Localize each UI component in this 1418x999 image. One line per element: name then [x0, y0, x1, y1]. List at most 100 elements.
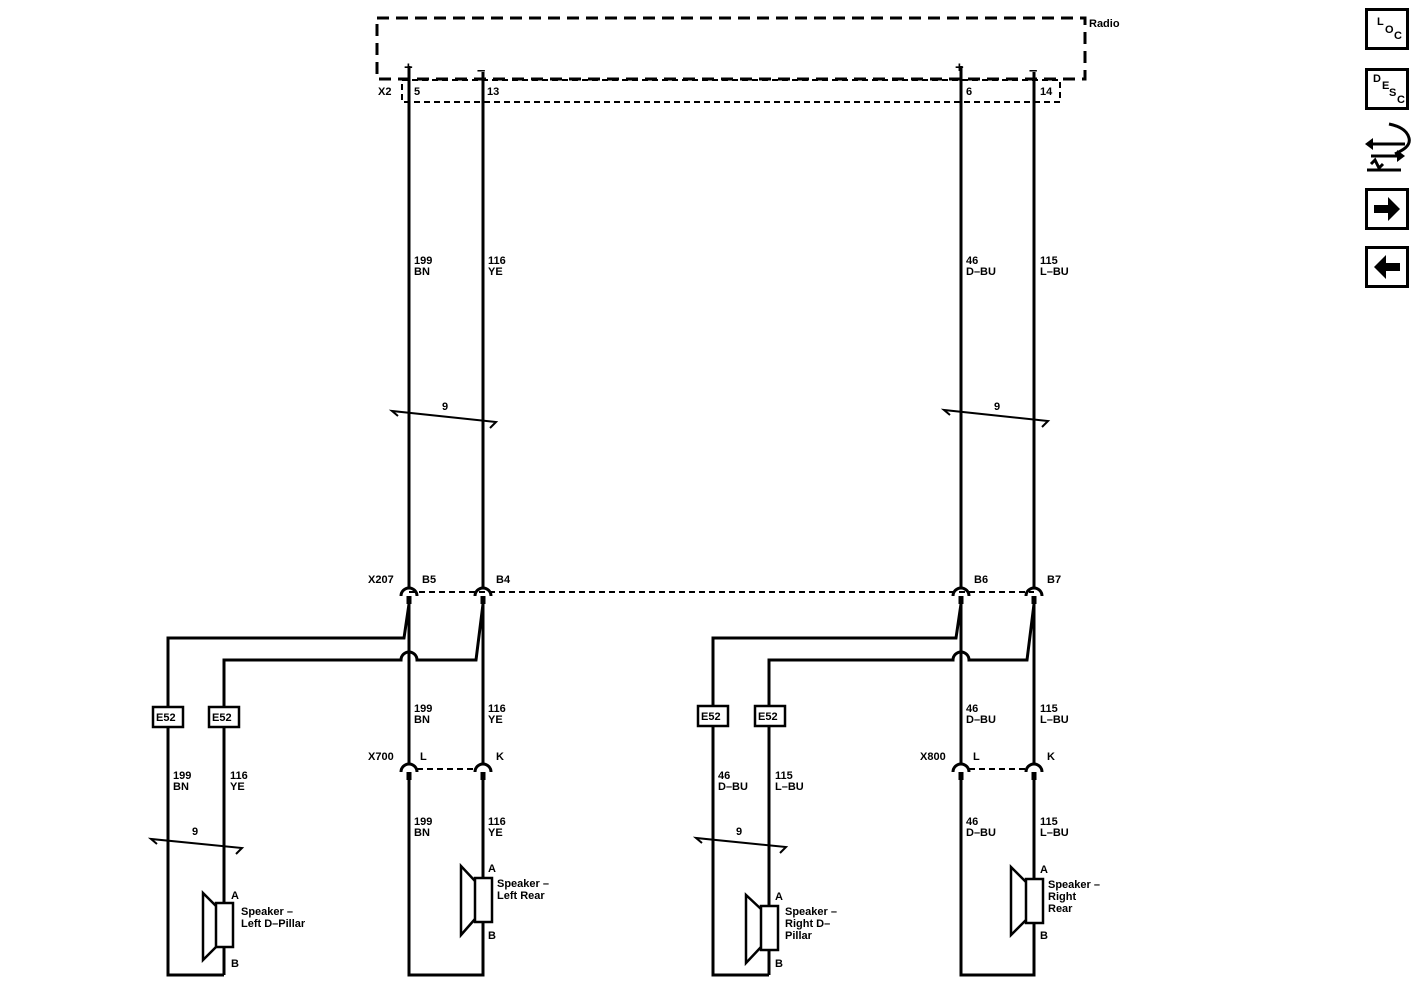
- desc-icon-letter: S: [1389, 87, 1397, 99]
- wire-label: 116: [230, 770, 248, 782]
- speaker-left-rear: [459, 862, 494, 939]
- speaker-label: Speaker –: [497, 878, 549, 890]
- wire-label: D–BU: [966, 827, 996, 839]
- pin-label: B: [488, 930, 496, 942]
- pin-label: A: [1040, 864, 1048, 876]
- wire-label: 199: [414, 255, 432, 267]
- loc-icon-letter: C: [1394, 30, 1402, 42]
- pin-label: B: [1040, 930, 1048, 942]
- wire-label: BN: [173, 781, 189, 793]
- connector-stubs: [406, 596, 1037, 604]
- splice-label: E52: [758, 711, 778, 723]
- wire-label: BN: [414, 827, 430, 839]
- prev-button[interactable]: [1365, 246, 1409, 288]
- wire-label: 46: [966, 816, 978, 828]
- connector-x207: [399, 586, 1044, 597]
- flow-button[interactable]: [1365, 120, 1411, 176]
- speaker-label: Speaker –: [1048, 879, 1100, 891]
- wire-label: 46: [966, 703, 978, 715]
- pin-label: B7: [1047, 574, 1061, 586]
- pin-label: A: [231, 890, 239, 902]
- wire-label: 115: [1040, 816, 1058, 828]
- wire-label: L–BU: [1040, 827, 1069, 839]
- wire-label: 46: [718, 770, 730, 782]
- wire-label: YE: [488, 266, 503, 278]
- radio-label: Radio: [1089, 18, 1120, 30]
- speaker-label: Right D–: [785, 918, 830, 930]
- desc-button[interactable]: D E S C: [1365, 68, 1409, 110]
- flow-icon: [1365, 122, 1411, 172]
- pin-label: 14: [1040, 86, 1053, 98]
- speaker-label: Left D–Pillar: [241, 918, 306, 930]
- twist-label: 9: [442, 401, 448, 413]
- pin-label: B: [231, 958, 239, 970]
- wire-label: 199: [414, 816, 432, 828]
- twisted-pair-symbol: [147, 836, 789, 855]
- loc-icon-letter: L: [1377, 16, 1384, 28]
- wire-branch-right: [711, 603, 1036, 977]
- wire-label: BN: [414, 266, 430, 278]
- wire-label: 46: [966, 255, 978, 267]
- speaker-right-d-pillar: [744, 892, 780, 967]
- connector-label: X207: [368, 574, 394, 586]
- speaker-label: Right: [1048, 891, 1076, 903]
- pin-label: B5: [422, 574, 436, 586]
- speaker-label: Speaker –: [785, 906, 837, 918]
- pin-label: B6: [974, 574, 988, 586]
- wire-label: 115: [775, 770, 793, 782]
- pin-label: A: [488, 863, 496, 875]
- desc-icon-letter: E: [1382, 80, 1390, 92]
- connector-label: X800: [920, 751, 946, 763]
- wire-branch-left: [166, 603, 485, 977]
- pin-label: L: [420, 751, 427, 763]
- connector-x700-x800: [399, 762, 1044, 773]
- pin-label: L: [973, 751, 980, 763]
- speaker-label: Speaker –: [241, 906, 293, 918]
- connector-label: X2: [378, 86, 391, 98]
- polarity-minus: –: [1029, 62, 1037, 79]
- wire-label: 199: [414, 703, 432, 715]
- wire-label: L–BU: [775, 781, 804, 793]
- desc-icon-letter: C: [1397, 94, 1405, 106]
- wire-label: L–BU: [1040, 266, 1069, 278]
- pin-label: K: [496, 751, 504, 763]
- wire-label: D–BU: [966, 714, 996, 726]
- wire-label: L–BU: [1040, 714, 1069, 726]
- wire-label: BN: [414, 714, 430, 726]
- loc-button[interactable]: L O C: [1365, 8, 1409, 50]
- pin-label: B4: [496, 574, 511, 586]
- radio-module: [375, 16, 1087, 103]
- twist-label: 9: [994, 401, 1000, 413]
- wire-label: YE: [488, 827, 503, 839]
- wire-label: YE: [488, 714, 503, 726]
- pin-label: A: [775, 891, 783, 903]
- wire-label: 115: [1040, 255, 1058, 267]
- splice-label: E52: [212, 712, 232, 724]
- polarity-minus: –: [477, 62, 485, 79]
- desc-icon-letter: D: [1373, 73, 1381, 85]
- loc-icon-letter: O: [1385, 24, 1394, 36]
- splice-label: E52: [156, 712, 176, 724]
- splice-boxes: [151, 704, 787, 729]
- connector-stubs: [406, 772, 1037, 780]
- pin-label: B: [775, 958, 783, 970]
- wire-label: 116: [488, 255, 506, 267]
- pin-label: K: [1047, 751, 1055, 763]
- speaker-label: Pillar: [785, 930, 813, 942]
- wire-label: D–BU: [718, 781, 748, 793]
- wire-label: YE: [230, 781, 245, 793]
- wire-label: 116: [488, 816, 506, 828]
- arrow-right-icon: [1374, 197, 1400, 221]
- next-button[interactable]: [1365, 188, 1409, 230]
- connector-label: X700: [368, 751, 394, 763]
- wire-label: 116: [488, 703, 506, 715]
- pin-label: 5: [414, 86, 420, 98]
- pin-label: 13: [487, 86, 499, 98]
- wire-label: D–BU: [966, 266, 996, 278]
- arrow-left-icon: [1374, 255, 1400, 279]
- pin-label: 6: [966, 86, 972, 98]
- twisted-pair-symbol: [388, 408, 1051, 429]
- speaker-left-d-pillar: [201, 889, 235, 964]
- speaker-right-rear: [1009, 863, 1045, 939]
